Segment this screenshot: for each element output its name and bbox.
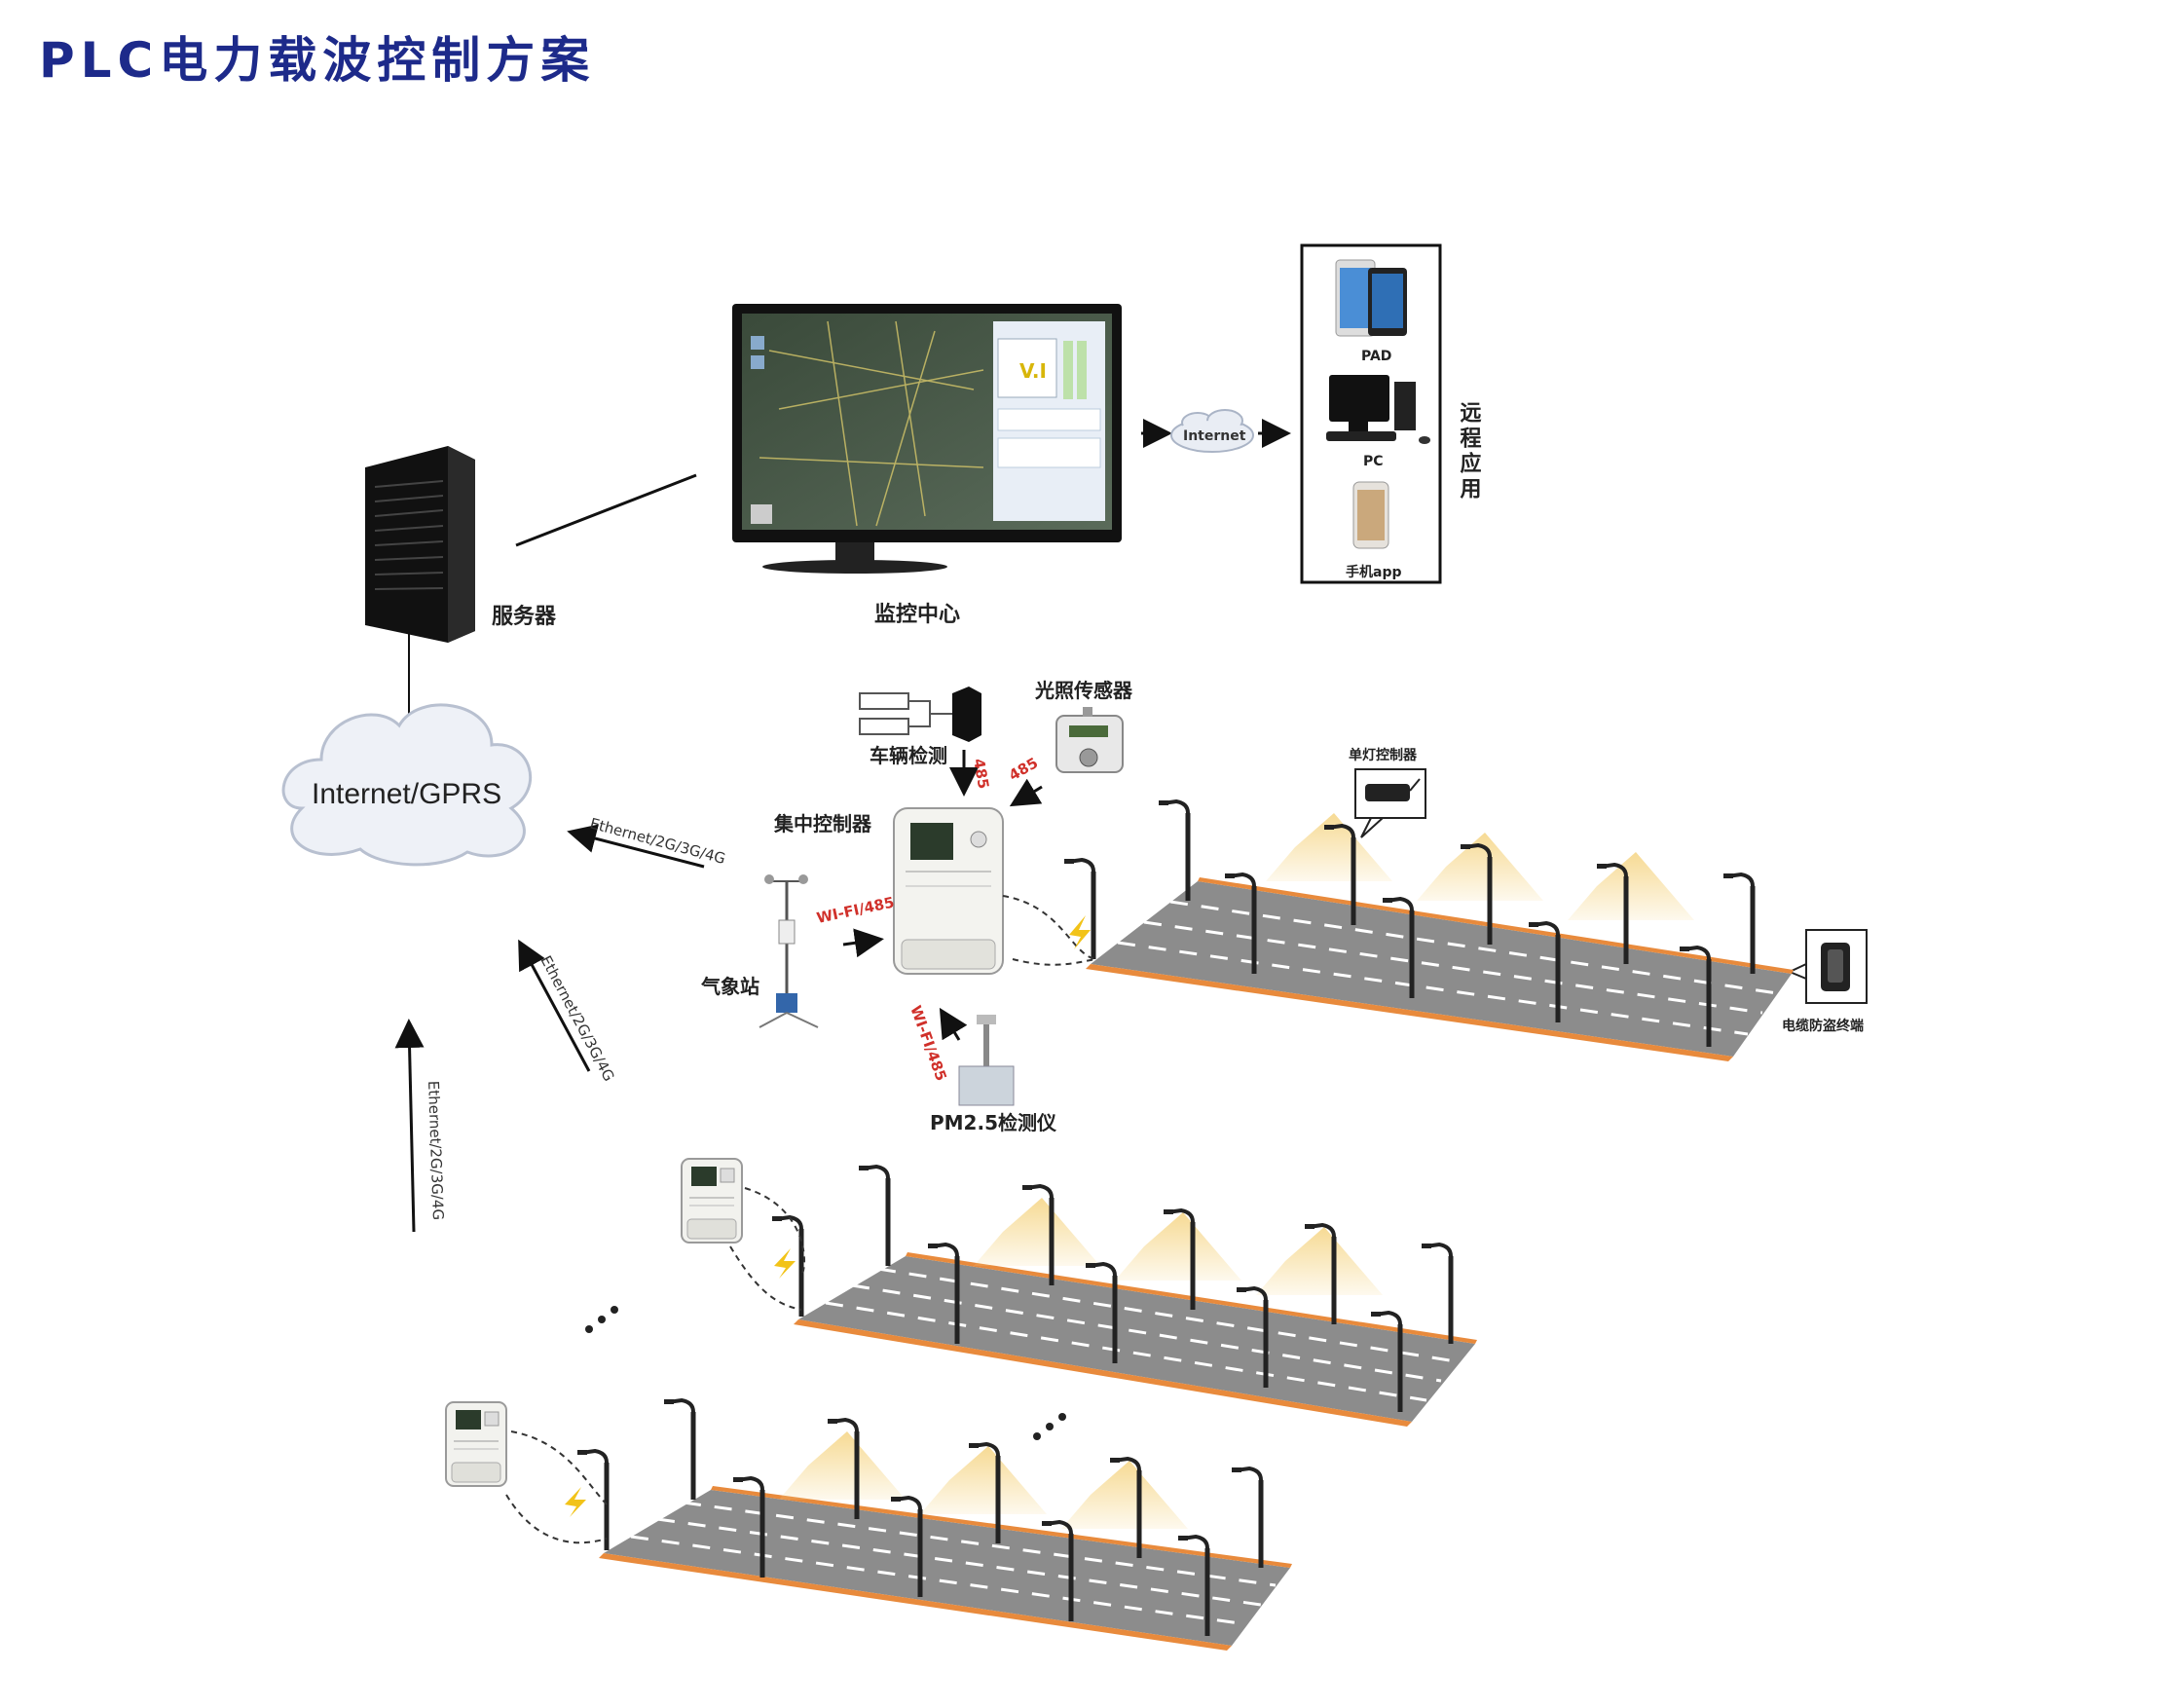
server-icon bbox=[365, 446, 475, 643]
pm25-icon bbox=[958, 1015, 1015, 1106]
internet-cloud-small bbox=[1170, 409, 1254, 453]
ellipsis-dots-1 bbox=[585, 1306, 618, 1333]
monitor-icon: V.I bbox=[732, 304, 1122, 574]
monitor-center-label: 监控中心 bbox=[874, 602, 960, 627]
page-title: PLC电力载波控制方案 bbox=[39, 32, 596, 89]
eth-label-3: Ethernet/2G/3G/4G bbox=[425, 1081, 447, 1221]
eth-arrow-3 bbox=[394, 1019, 425, 1233]
svg-text:V.I: V.I bbox=[1019, 359, 1047, 383]
road-3 bbox=[505, 1399, 1292, 1651]
internet-gprs-cloud bbox=[281, 703, 533, 867]
road-1 bbox=[1002, 800, 1794, 1061]
remote-app-label: 远程应用 bbox=[1457, 401, 1482, 502]
server-label: 服务器 bbox=[492, 605, 557, 629]
pad-icon bbox=[1335, 259, 1407, 337]
weather-station-icon bbox=[759, 874, 819, 1028]
concentrator-icon bbox=[893, 807, 1004, 975]
weather-arrow bbox=[842, 928, 884, 958]
server-monitor-link bbox=[515, 473, 697, 547]
single-lamp-ctrl-icon bbox=[1354, 768, 1426, 838]
internet-label: Internet bbox=[1183, 428, 1246, 444]
cloud-label: Internet/GPRS bbox=[312, 778, 501, 810]
cable-antitheft-icon bbox=[1787, 929, 1868, 1004]
pc-icon bbox=[1326, 375, 1430, 444]
single-lamp-ctrl-label: 单灯控制器 bbox=[1349, 747, 1418, 763]
eth-arrow-1 bbox=[567, 824, 705, 869]
pad-label: PAD bbox=[1361, 349, 1391, 364]
svg-text:远程应用: 远程应用 bbox=[1457, 401, 1482, 502]
vehicle-detect-label: 车辆检测 bbox=[870, 744, 947, 767]
weather-wifi-label: WI-FI/485 bbox=[815, 893, 896, 926]
pc-label: PC bbox=[1363, 454, 1384, 469]
light-485-label: 485 bbox=[1006, 754, 1041, 784]
cable-antitheft-label: 电缆防盗终端 bbox=[1782, 1018, 1864, 1034]
pm25-label: PM2.5检测仪 bbox=[930, 1111, 1057, 1134]
light-sensor-icon bbox=[1055, 707, 1124, 773]
concentrator-label: 集中控制器 bbox=[773, 812, 872, 835]
light-sensor-arrow bbox=[1009, 778, 1043, 807]
eth-label-2: Ethernet/2G/3G/4G bbox=[537, 952, 617, 1084]
phone-icon bbox=[1352, 481, 1389, 549]
vehicle-detect-icon bbox=[859, 687, 981, 742]
concentrator-meter-3 bbox=[445, 1401, 507, 1487]
pm25-arrow bbox=[939, 1007, 968, 1041]
ellipsis-dots-2 bbox=[1033, 1413, 1066, 1440]
weather-station-label: 气象站 bbox=[700, 975, 759, 998]
light-sensor-label: 光照传感器 bbox=[1034, 679, 1133, 702]
road-2 bbox=[729, 1166, 1477, 1427]
concentrator-meter-2 bbox=[681, 1158, 743, 1244]
phone-label: 手机app bbox=[1346, 564, 1402, 580]
vehicle-485-label: 485 bbox=[970, 758, 992, 791]
eth-arrow-2 bbox=[518, 939, 591, 1072]
